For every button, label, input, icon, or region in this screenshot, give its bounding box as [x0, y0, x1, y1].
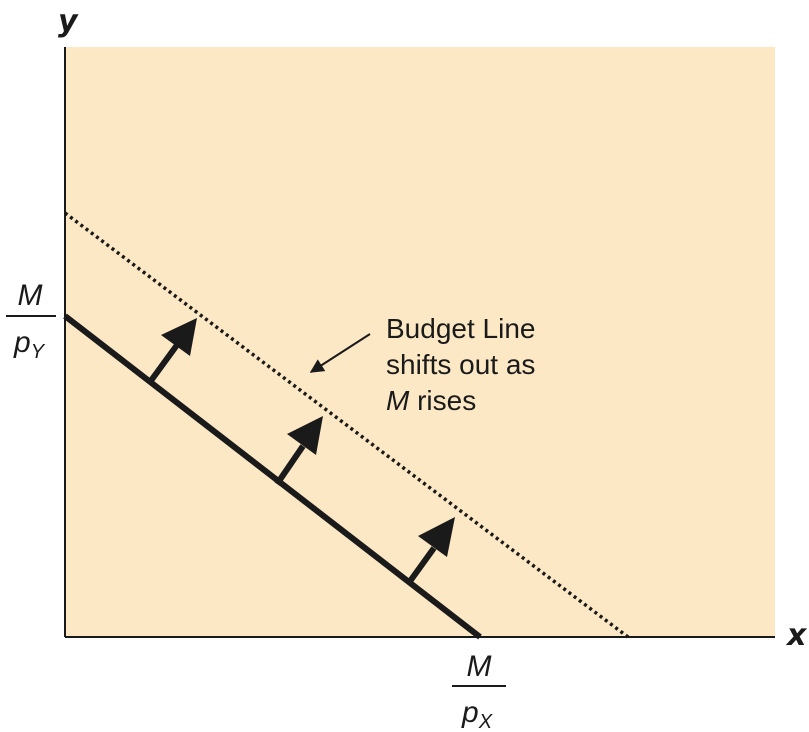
- x-intercept-fraction: M pX: [452, 650, 506, 732]
- x-intercept-denominator: pX: [461, 696, 493, 732]
- x-axis-label: x: [785, 618, 808, 653]
- annotation-line-1: Budget Line: [386, 313, 535, 344]
- shift-arrow-3: [405, 517, 455, 586]
- y-intercept-numerator: M: [18, 279, 43, 312]
- y-axis-label: y: [58, 4, 79, 39]
- annotation-line-3: M rises: [386, 385, 476, 416]
- shifted-budget-line: [63, 211, 630, 639]
- x-intercept-numerator: M: [467, 650, 492, 683]
- shift-arrow-2: [274, 416, 323, 486]
- y-intercept-denominator: pY: [13, 326, 46, 363]
- shift-annotation: Budget Line shifts out as M rises: [386, 313, 535, 416]
- annotation-line-2: shifts out as: [386, 349, 535, 380]
- shift-arrow-1: [147, 318, 197, 384]
- y-intercept-fraction: M pY: [6, 279, 56, 363]
- annotation-pointer-arrow: [309, 333, 371, 373]
